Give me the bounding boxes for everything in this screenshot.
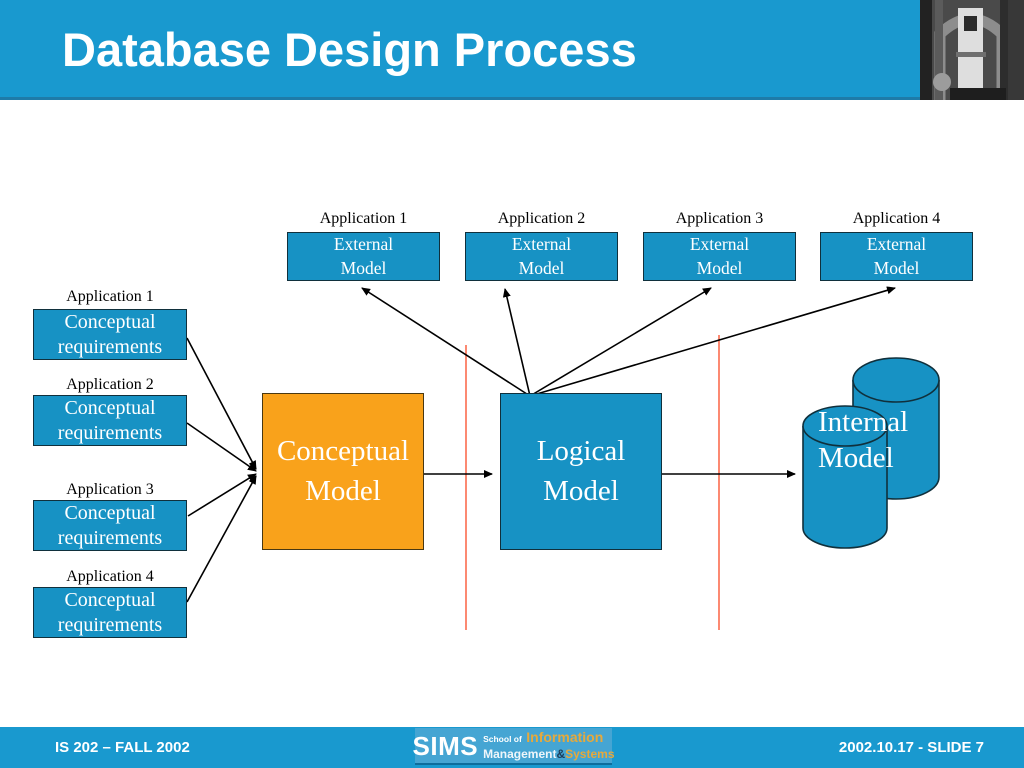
arrow-logical-to-external2 [502, 288, 531, 397]
sims-logo-wordmark: SIMS [412, 730, 479, 761]
requirements-4-line1: Conceptual [64, 588, 156, 611]
external-model-3-line1: External [689, 233, 750, 254]
requirements-4-line2: requirements [57, 613, 163, 636]
external-model-3-box: External Model [643, 232, 796, 281]
requirements-4-box: Conceptual requirements [33, 587, 187, 638]
logo-management: Management [483, 746, 557, 761]
arrow-req3-to-conceptual [187, 473, 257, 517]
external-model-1-box: External Model [287, 232, 440, 281]
requirements-2-line1: Conceptual [64, 396, 156, 419]
external-model-2-line1: External [511, 233, 572, 254]
arrow-req1-to-conceptual [186, 337, 257, 470]
internal-model-line2: Model [818, 442, 894, 475]
title-bar: Database Design Process [0, 0, 1024, 100]
requirements-2-box: Conceptual requirements [33, 395, 187, 446]
logo-information: Information [526, 728, 604, 745]
requirements-1-box: Conceptual requirements [33, 309, 187, 360]
external-model-1-line1: External [333, 233, 394, 254]
external-model-1-app-label: Application 1 [319, 210, 408, 227]
external-model-2-app-label: Application 2 [497, 210, 586, 227]
logo-ampersand: & [556, 746, 566, 761]
slide-number: 2002.10.17 - SLIDE 7 [838, 739, 984, 756]
sims-logo: SIMS School of Information Management&Sy… [412, 728, 615, 765]
logical-model-line2: Model [543, 474, 619, 507]
external-model-2-line2: Model [518, 257, 565, 278]
building-photo-image [920, 0, 1024, 100]
requirements-2-line2: requirements [57, 421, 163, 444]
requirements-2-app-label: Application 2 [66, 376, 154, 393]
arrow-logical-to-external1 [361, 287, 531, 397]
logo-school-of: School of [483, 733, 522, 744]
requirements-3-box: Conceptual requirements [33, 500, 187, 551]
arrow-logical-to-external4 [529, 286, 896, 397]
external-model-4-line1: External [866, 233, 927, 254]
logo-systems: Systems [565, 746, 615, 761]
course-label: IS 202 – FALL 2002 [55, 739, 190, 756]
conceptual-model-box: Conceptual Model [262, 393, 424, 550]
conceptual-model-line2: Model [305, 474, 381, 507]
internal-model-label: Internal Model [818, 404, 908, 477]
requirements-4-app-label: Application 4 [66, 568, 154, 585]
requirements-1-line1: Conceptual [64, 310, 156, 333]
external-model-1-line2: Model [340, 257, 387, 278]
arrow-req2-to-conceptual [186, 422, 257, 472]
arrow-logical-to-external3 [529, 287, 712, 397]
internal-model-line1: Internal [818, 406, 909, 438]
external-model-3-app-label: Application 3 [675, 210, 764, 227]
external-model-3-line2: Model [696, 257, 743, 278]
external-model-4-box: External Model [820, 232, 973, 281]
requirements-3-line2: requirements [57, 526, 163, 549]
external-model-2-box: External Model [465, 232, 618, 281]
logical-model-box: Logical Model [500, 393, 662, 550]
database-cylinder-front [802, 405, 888, 549]
footer-bar: IS 202 – FALL 2002 SIMS School of Inform… [0, 727, 1024, 768]
requirements-1-line2: requirements [57, 335, 163, 358]
external-model-4-app-label: Application 4 [852, 210, 941, 227]
conceptual-model-line1: Conceptual [276, 435, 410, 468]
requirements-3-line1: Conceptual [64, 501, 156, 524]
requirements-1-app-label: Application 1 [66, 288, 154, 305]
arrow-req4-to-conceptual [186, 475, 257, 603]
sims-logo-tagline: School of Information Management&Systems [483, 730, 614, 762]
page-title: Database Design Process [62, 23, 637, 76]
requirements-3-app-label: Application 3 [66, 481, 154, 498]
logical-model-line1: Logical [536, 435, 626, 468]
external-model-4-line2: Model [873, 257, 920, 278]
